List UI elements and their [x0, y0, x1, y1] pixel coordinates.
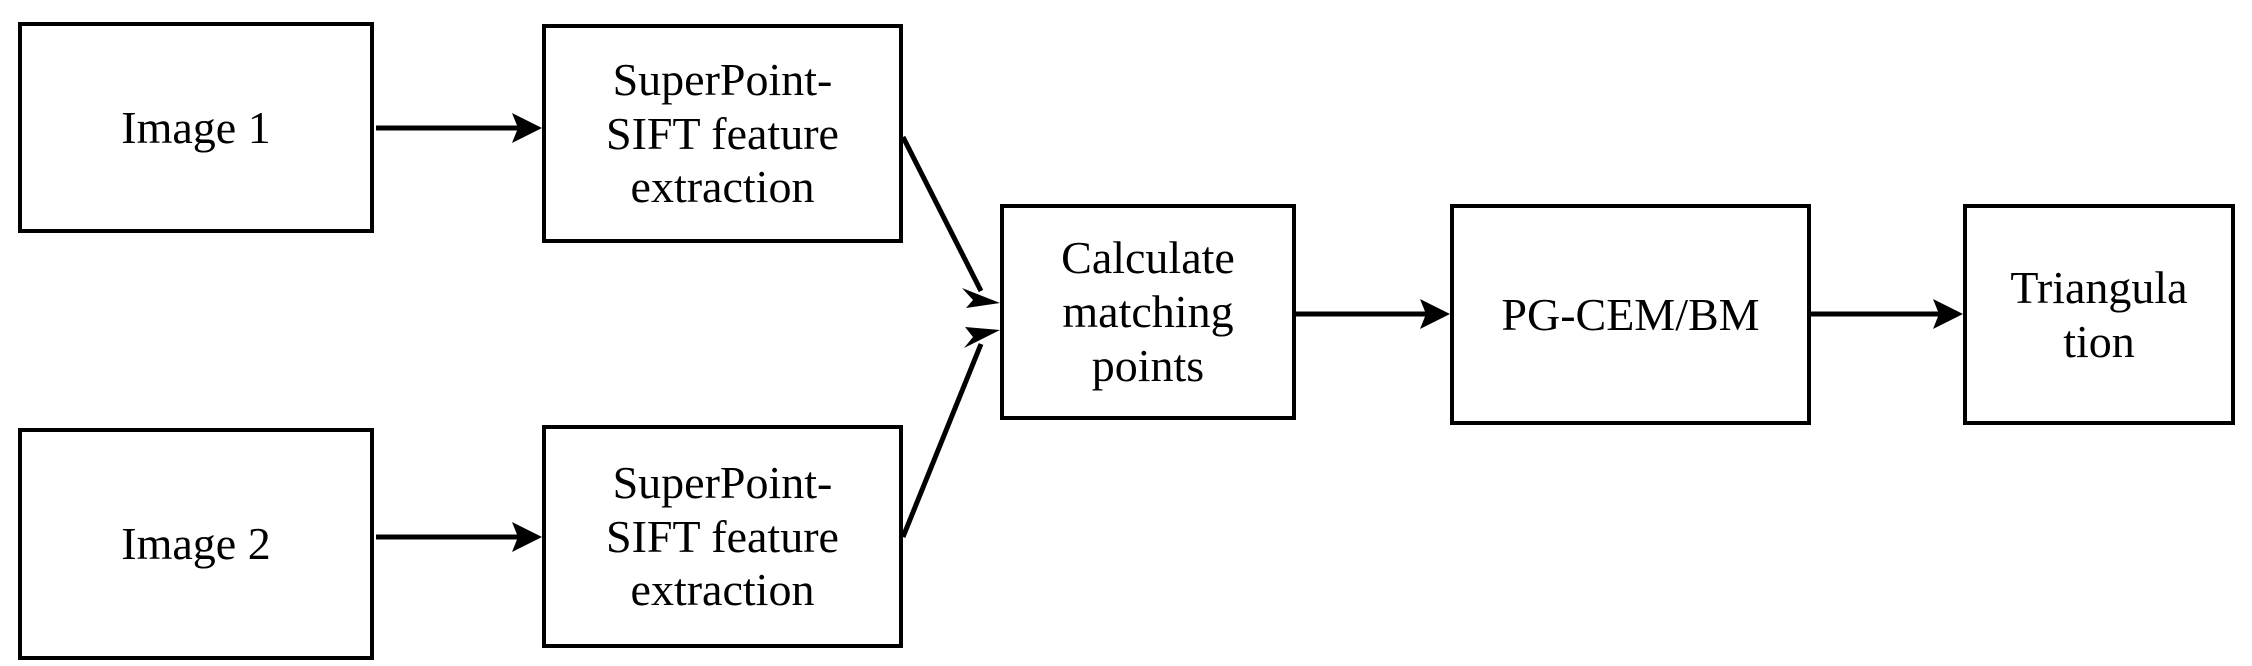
edge-calculate-to-pgcem — [1296, 299, 1450, 329]
node-image-2[interactable]: Image 2 — [18, 428, 374, 660]
node-calculate-matching-points[interactable]: Calculate matching points — [1000, 204, 1296, 420]
node-superpoint-sift-feature-extraction-top[interactable]: SuperPoint- SIFT feature extraction — [542, 24, 903, 243]
node-image-1[interactable]: Image 1 — [18, 22, 374, 233]
node-triangulation[interactable]: Triangula tion — [1963, 204, 2235, 425]
edge-image1-to-sp-top — [376, 113, 542, 143]
node-superpoint-sift-feature-extraction-bottom[interactable]: SuperPoint- SIFT feature extraction — [542, 425, 903, 648]
edge-image2-to-sp-bottom — [376, 522, 542, 552]
edge-sp-top-to-calculate — [900, 135, 1000, 308]
edge-pgcem-to-triangulation — [1811, 299, 1963, 329]
node-pg-cem-bm[interactable]: PG-CEM/BM — [1450, 204, 1811, 425]
edge-sp-bottom-to-calculate — [900, 327, 1000, 538]
